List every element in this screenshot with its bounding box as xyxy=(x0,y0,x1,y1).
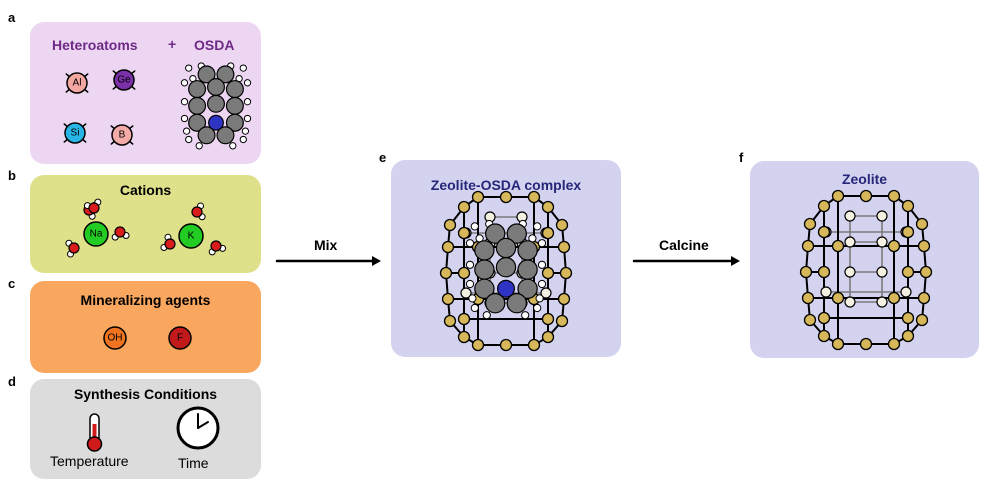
cations-panel: Cations xyxy=(30,175,261,273)
mix-label: Mix xyxy=(314,237,338,253)
plus-sign: + xyxy=(168,36,177,52)
mineralizing-agents-title: Mineralizing agents xyxy=(80,292,211,308)
panel-letter-c: c xyxy=(8,276,16,291)
heteroatoms-osda-panel: Heteroatoms + OSDA xyxy=(30,22,261,164)
zeolite-panel: Zeolite xyxy=(750,161,979,358)
temperature-label: Temperature xyxy=(50,453,129,469)
time-label: Time xyxy=(178,455,209,471)
panel-letter-d: d xyxy=(8,374,16,389)
calcine-label: Calcine xyxy=(659,237,709,253)
panel-letter-f: f xyxy=(739,150,744,165)
cations-title: Cations xyxy=(119,182,172,198)
synthesis-conditions-panel: Synthesis Conditions Temperature Time xyxy=(30,379,261,479)
panel-letter-a: a xyxy=(8,10,16,25)
zeolite-osda-complex-panel: Zeolite-OSDA complex xyxy=(391,160,621,357)
synthesis-conditions-title: Synthesis Conditions xyxy=(73,386,218,402)
mineralizing-agents-panel: Mineralizing agents xyxy=(30,281,261,373)
osda-title: OSDA xyxy=(194,37,235,53)
zeolite-title: Zeolite xyxy=(841,171,888,187)
panel-letter-e: e xyxy=(379,150,387,165)
heteroatoms-title: Heteroatoms xyxy=(52,37,138,53)
mix-arrowhead-icon xyxy=(372,256,381,266)
panel-letter-b: b xyxy=(8,168,16,183)
calcine-arrowhead-icon xyxy=(731,256,740,266)
zeolite-osda-complex-title: Zeolite-OSDA complex xyxy=(430,177,582,193)
